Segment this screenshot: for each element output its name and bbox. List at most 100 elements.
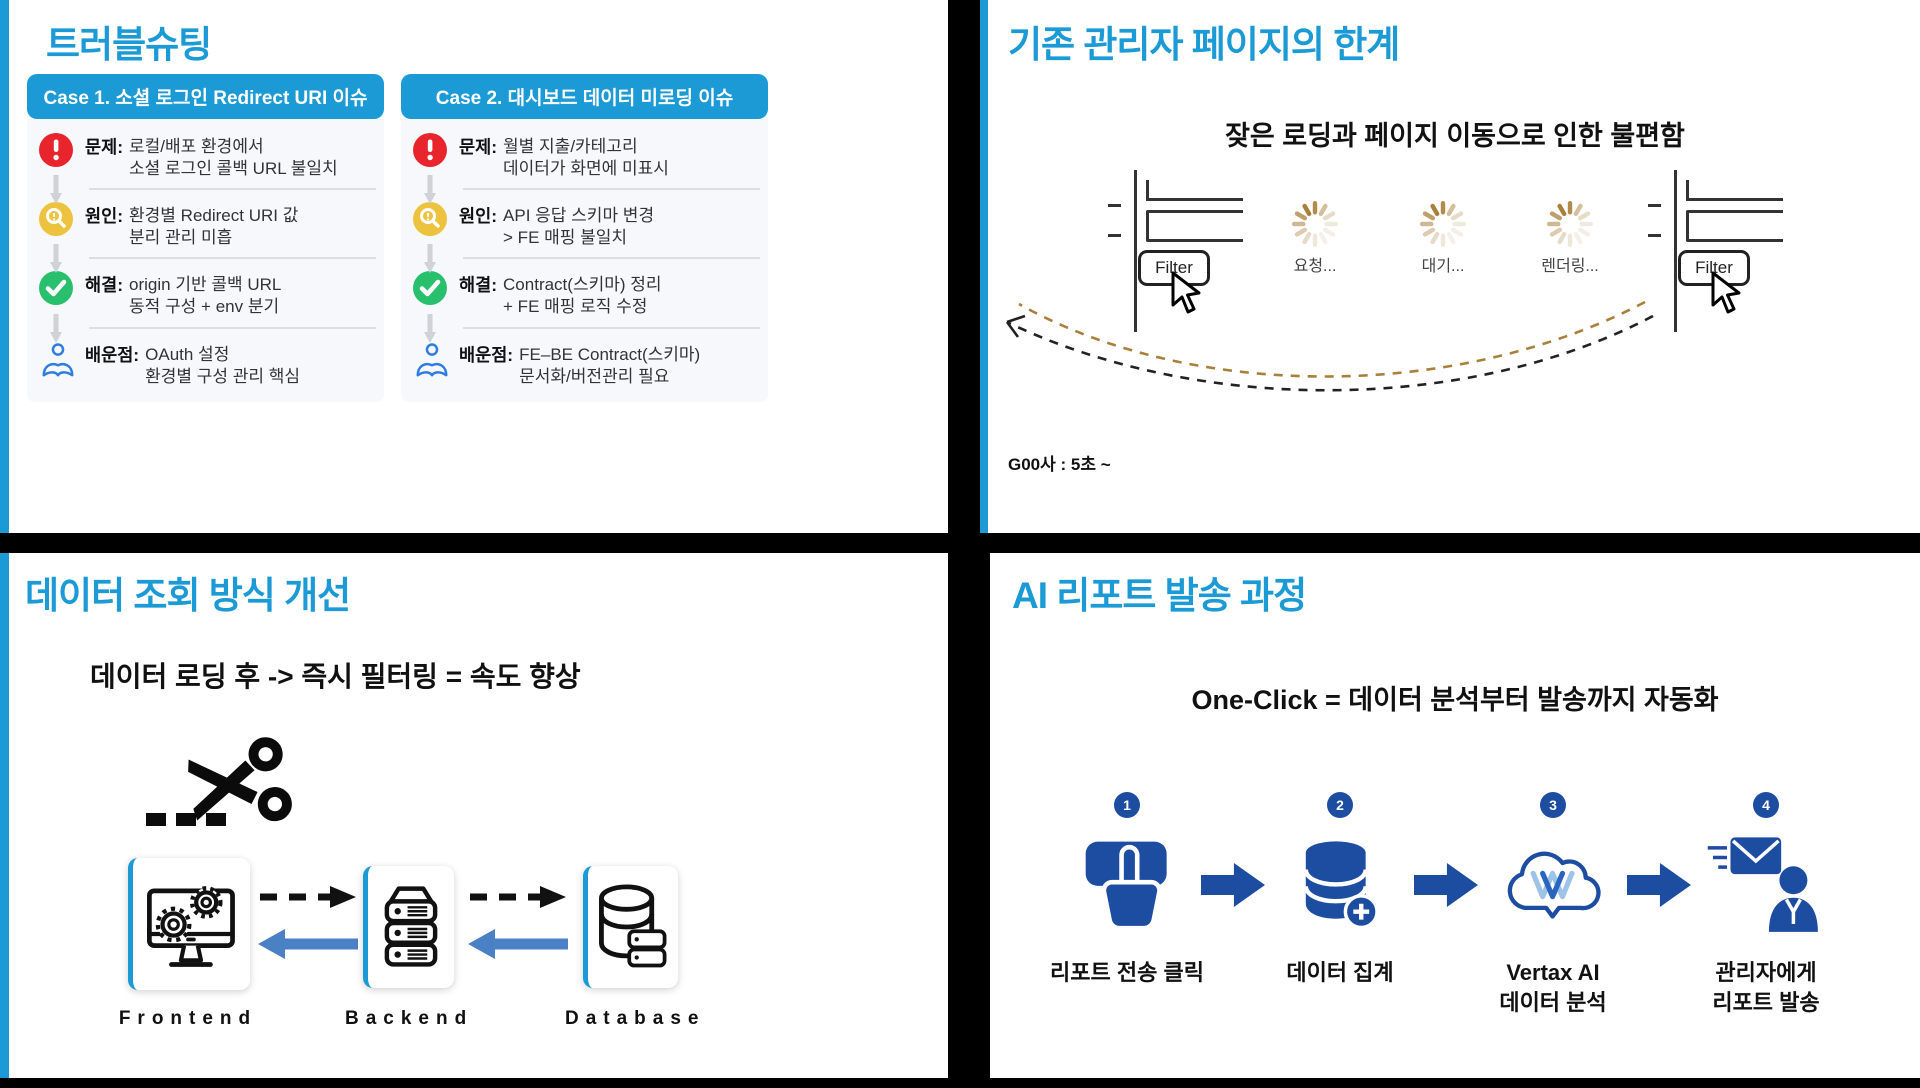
magnifier-icon — [39, 202, 73, 237]
row-line1: OAuth 설정 — [145, 344, 230, 364]
wireframe-axis-line — [1134, 170, 1137, 332]
down-arrow-icon — [50, 175, 62, 205]
spinner-label: 요청... — [1293, 258, 1337, 275]
table-wireframe-right: Filter — [1648, 168, 1788, 358]
horizontal-divider — [0, 533, 1920, 553]
frontend-label: Frontend — [118, 1008, 258, 1029]
row-line2: + FE 매핑 로직 수정 — [503, 297, 648, 317]
database-node — [583, 866, 678, 988]
wireframe-axis-line — [1674, 170, 1677, 332]
down-arrow-icon — [50, 313, 62, 343]
scissors-icon — [188, 737, 292, 822]
row-label: 문제: — [459, 137, 498, 157]
flow-arrow-icon — [1414, 863, 1478, 907]
response-arrow — [468, 929, 568, 959]
table-wireframe-left: Filter — [1108, 168, 1248, 358]
row-line1: 로컬/배포 환경에서 — [129, 137, 264, 156]
frontend-node — [128, 858, 250, 990]
step2-label: 데이터 집계 — [1255, 958, 1425, 988]
ai-report-subtitle: One-Click = 데이터 분석부터 발송까지 자동화 — [1191, 685, 1719, 715]
admin-limits-subtitle: 잦은 로딩과 페이지 이동으로 인한 불편함 — [1225, 121, 1685, 151]
case1-cause-row: 원인: 환경별 Redirect URI 값 분리 관리 미흡 — [27, 196, 384, 251]
step-connector — [401, 313, 768, 343]
reading-person-icon — [39, 341, 77, 379]
row-line2: 동적 구성 + env 분기 — [129, 297, 280, 317]
step1-label: 리포트 전송 클릭 — [1037, 958, 1217, 988]
spinner-label: 렌더링... — [1541, 258, 1599, 275]
step4-badge: 4 — [1753, 792, 1779, 818]
down-arrow-icon — [50, 244, 62, 274]
step-connector — [27, 175, 384, 205]
row-line1: FE–BE Contract(스키마) — [519, 344, 701, 364]
row-label: 해결: — [85, 275, 124, 296]
step-connector — [27, 244, 384, 274]
backend-node — [363, 866, 454, 988]
case2-problem-row: 문제: 월별 지출/카테고리 데이터가 화면에 미표시 — [401, 127, 768, 182]
case1-solution-row: 해결: origin 기반 콜백 URL 동적 구성 + env 분기 — [27, 265, 384, 320]
admin-limits-title: 기존 관리자 페이지의 한계 — [1008, 24, 1400, 65]
case2-card: Case 2. 대시보드 데이터 미로딩 이슈 문제: 월별 지출/카테고리 데… — [401, 74, 768, 402]
step4-label: 관리자에게 리포트 발송 — [1681, 958, 1851, 1017]
step-label-line: 리포트 발송 — [1712, 989, 1820, 1015]
server-icon — [384, 886, 438, 967]
loading-spinner-icon — [1291, 200, 1339, 248]
row-line2: 문서화/버전관리 필요 — [519, 366, 670, 386]
row-label: 배운점: — [459, 344, 514, 365]
row-line1: API 응답 스키마 변경 — [503, 206, 655, 226]
step-label-line: Vertax AI — [1506, 960, 1600, 985]
case2-body: 문제: 월별 지출/카테고리 데이터가 화면에 미표시 원인: API 응답 스… — [401, 119, 768, 402]
database-label: Database — [565, 1008, 706, 1029]
monitor-gears-icon — [146, 886, 235, 967]
row-label: 문제: — [85, 137, 124, 157]
row-line1: 월별 지출/카테고리 — [503, 137, 638, 156]
step-connector — [401, 244, 768, 274]
data-query-title: 데이터 조회 방식 개선 — [25, 575, 351, 616]
step-connector — [401, 175, 768, 205]
step2-badge: 2 — [1327, 792, 1353, 818]
row-line1: Contract(스키마) 정리 — [503, 275, 662, 295]
row-label: 원인: — [459, 206, 498, 227]
row-line2: 분리 관리 미흡 — [129, 228, 233, 248]
click-button-icon — [1085, 841, 1167, 931]
backend-label: Backend — [345, 1008, 474, 1029]
loading-spinner-icon — [1419, 200, 1467, 248]
cursor-icon — [1170, 271, 1210, 317]
down-arrow-icon — [424, 175, 436, 205]
step-label-line: 관리자에게 — [1715, 960, 1817, 985]
problem-icon — [413, 133, 447, 167]
row-line2: 환경별 구성 관리 핵심 — [145, 366, 301, 386]
check-icon — [413, 271, 447, 306]
cut-dash — [206, 813, 226, 826]
cut-dash — [146, 813, 166, 826]
database-plus-icon — [1303, 841, 1379, 930]
response-arrow — [258, 929, 358, 959]
row-line2: > FE 매핑 불일치 — [503, 228, 628, 248]
spinner-request: 요청... — [1267, 198, 1363, 276]
case2-cause-row: 원인: API 응답 스키마 변경 > FE 매핑 불일치 — [401, 196, 768, 251]
case1-lesson-row: 배운점: OAuth 설정 환경별 구성 관리 핵심 — [27, 335, 384, 390]
list-dash — [1108, 204, 1121, 207]
case1-header: Case 1. 소셜 로그인 Redirect URI 이슈 — [27, 74, 384, 119]
cursor-icon — [1710, 271, 1750, 317]
list-dash — [1648, 234, 1661, 237]
request-arrow — [470, 886, 566, 908]
down-arrow-icon — [424, 244, 436, 274]
ai-report-title: AI 리포트 발송 과정 — [1012, 575, 1307, 616]
case2-solution-row: 해결: Contract(스키마) 정리 + FE 매핑 로직 수정 — [401, 265, 768, 320]
case2-lesson-row: 배운점: FE–BE Contract(스키마) 문서화/버전관리 필요 — [401, 335, 768, 390]
reading-person-icon — [413, 341, 451, 379]
list-dash — [1108, 234, 1121, 237]
vertical-divider-extension — [980, 553, 990, 1078]
wireframe-row — [1146, 180, 1243, 201]
case2-header: Case 2. 대시보드 데이터 미로딩 이슈 — [401, 74, 768, 119]
vertex-ai-cloud-icon — [1507, 851, 1601, 919]
down-arrow-icon — [424, 313, 436, 343]
step-label-line: 데이터 분석 — [1499, 989, 1607, 1015]
case1-problem-row: 문제: 로컬/배포 환경에서 소셜 로그인 콜백 URL 불일치 — [27, 127, 384, 182]
cut-dash — [176, 813, 196, 826]
loop-back-arrow — [1005, 300, 1654, 392]
list-dash — [1648, 204, 1661, 207]
step3-badge: 3 — [1540, 792, 1566, 818]
spinner-label: 대기... — [1421, 258, 1465, 275]
